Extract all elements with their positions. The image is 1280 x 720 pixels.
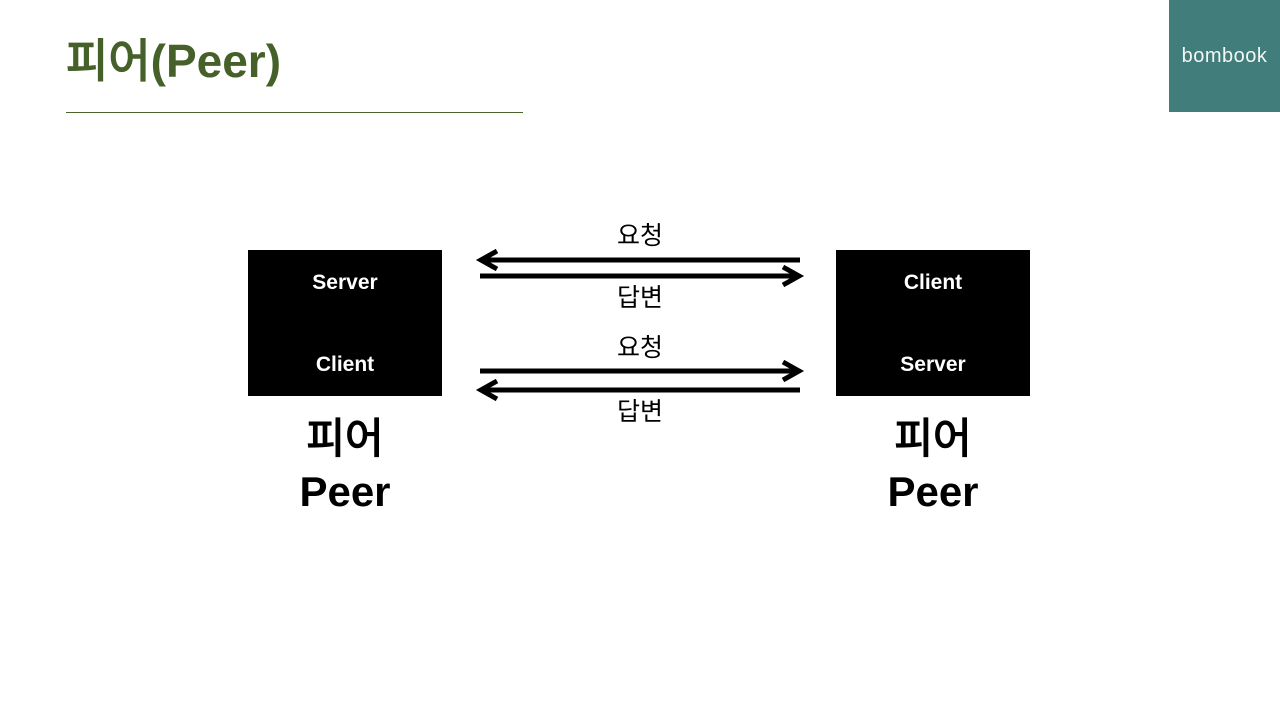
bottom-exchange-arrows-icon [475,359,805,402]
bombook-logo: bombook [1169,0,1280,112]
left-peer-bottom-role: Client [315,353,375,376]
left-peer-top-role: Server [312,271,378,294]
right-peer-caption: 피어 Peer [836,412,1030,518]
right-peer-caption-en: Peer [887,468,979,515]
right-peer-caption-ko: 피어 [894,415,972,462]
left-peer-box: Server Client [248,250,442,396]
top-exchange-arrows-icon [475,248,805,288]
right-peer-box: Client Server [836,250,1030,396]
top-request-label: 요청 [616,222,663,250]
left-peer-caption-en: Peer [299,468,391,515]
page-title: 피어(Peer) [66,35,282,87]
left-peer-caption: 피어 Peer [248,412,442,518]
right-peer-top-role: Client [903,271,963,294]
top-response-label: 답변 [616,284,663,312]
logo-text: bombook [1181,44,1268,67]
title-underline [66,112,523,113]
right-peer-bottom-role: Server [900,353,966,376]
bottom-request-label: 요청 [616,334,663,362]
bottom-response-label: 답변 [616,398,663,426]
left-peer-caption-ko: 피어 [306,415,384,462]
